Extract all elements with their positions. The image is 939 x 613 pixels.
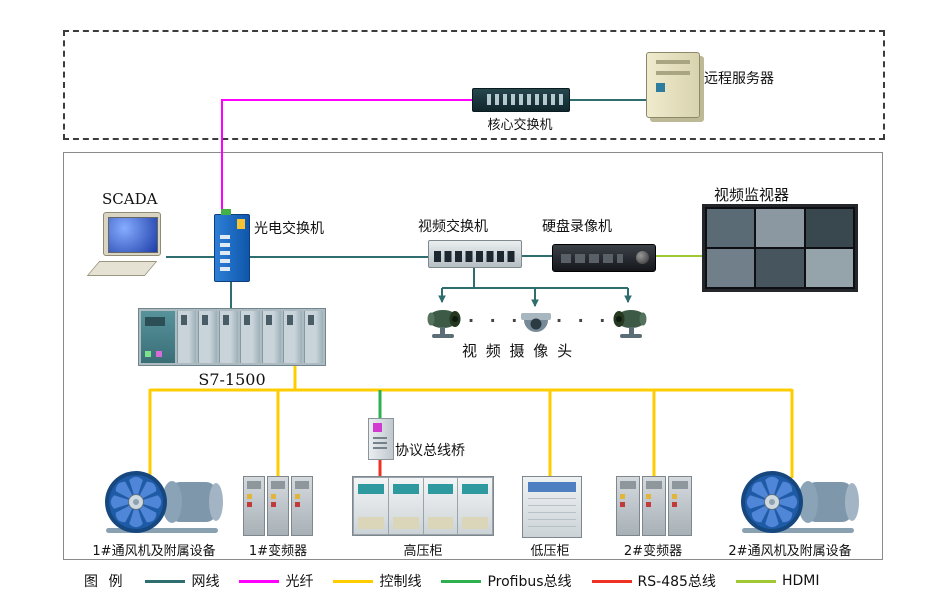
cctv-cell: [756, 249, 804, 287]
legend-title: 图 例: [84, 574, 126, 590]
legend-item-control: 控制线: [333, 571, 421, 591]
legend-swatch-hdmi: [735, 579, 776, 583]
fiber-switch-ports: [220, 235, 230, 273]
plc-s7-1500-device: [138, 308, 326, 366]
fiber-connector: [237, 219, 245, 229]
fiber-switch-device: [214, 209, 250, 282]
remote-zone-box: [63, 30, 885, 140]
vfd-1-device: [243, 476, 313, 536]
scada-workstation: [86, 212, 175, 276]
vfd-1-label: 1#变频器: [248, 544, 308, 559]
local-zone-box: [63, 152, 883, 560]
legend-items: 网线 光纤 控制线 Profibus总线 RS-485总线 HDMI: [145, 571, 819, 591]
legend-label: 光纤: [285, 574, 314, 590]
legend-item-net: 网线: [145, 571, 219, 591]
legend-label: RS-485总线: [637, 574, 716, 590]
fan-1-icon: [82, 470, 228, 536]
scada-label: SCADA: [102, 190, 158, 208]
dome-camera-icon: [520, 312, 552, 338]
legend-swatch-net: [145, 579, 186, 583]
server-slot: [656, 71, 690, 75]
fiber-switch-label: 光电交换机: [254, 221, 324, 237]
fan-2-icon: [718, 470, 864, 536]
ellipsis-dots: · · ·: [468, 311, 523, 330]
plc-io-module: [198, 311, 218, 363]
cabinet: [423, 478, 458, 534]
video-switch-ports: [434, 251, 516, 262]
legend-swatch-control: [333, 579, 374, 583]
cabinet: [291, 476, 313, 536]
hv-cabinet-device: [352, 476, 494, 536]
fan-2-label: 2#通风机及附属设备: [728, 544, 852, 559]
plc-io-module: [282, 311, 302, 363]
legend-label: Profibus总线: [487, 574, 572, 590]
plc-io-module: [303, 311, 323, 363]
core-switch-device: [472, 88, 570, 112]
cabinet: [388, 478, 423, 534]
hv-cabinet-label: 高压柜: [403, 544, 443, 559]
cabinet: [354, 478, 388, 534]
cameras-label: 视 频 摄 像 头: [462, 342, 575, 360]
dvr-slots: [561, 254, 623, 263]
fan-1-label: 1#通风机及附属设备: [92, 544, 216, 559]
video-switch-device: [428, 240, 522, 268]
protocol-bridge-device: [368, 418, 394, 460]
dvr-device: [552, 244, 656, 272]
dvr-label: 硬盘录像机: [542, 219, 612, 235]
legend-item-hdmi: HDMI: [735, 573, 820, 589]
cabinet: [616, 476, 640, 536]
cabinet: [458, 478, 492, 534]
legend-item-profibus: Profibus总线: [441, 571, 572, 591]
plc-label: S7-1500: [198, 370, 266, 389]
scada-screen: [108, 217, 158, 253]
scada-keyboard: [86, 261, 158, 276]
remote-server-label: 远程服务器: [704, 71, 774, 87]
cctv-cell: [805, 249, 853, 287]
bullet-camera-icon: [424, 306, 464, 342]
wire-fiber-uplink: [221, 99, 473, 216]
video-switch-label: 视频交换机: [418, 219, 488, 235]
cabinet: [642, 476, 666, 536]
legend-label: 控制线: [379, 574, 422, 590]
legend-item-rs485: RS-485总线: [591, 571, 716, 591]
bullet-camera-icon: [610, 306, 650, 342]
plc-io-module: [240, 311, 260, 363]
ellipsis-dots: · · ·: [556, 311, 611, 330]
plc-cpu-module: [141, 311, 175, 363]
legend-swatch-fiber: [239, 579, 280, 583]
legend-swatch-rs485: [591, 579, 632, 583]
fiber-switch-tab: [221, 209, 231, 215]
vfd-2-label: 2#变频器: [623, 544, 683, 559]
legend-item-fiber: 光纤: [239, 571, 313, 591]
protocol-bridge-label: 协议总线桥: [395, 443, 465, 459]
cabinet: [267, 476, 289, 536]
vfd-2-device: [616, 476, 692, 536]
plc-io-module: [177, 311, 197, 363]
dvr-knob: [636, 251, 649, 264]
cctv-cell: [805, 209, 853, 247]
legend-label: 网线: [191, 574, 220, 590]
legend: 图 例 网线 光纤 控制线 Profibus总线 RS-485总线 HDMI: [84, 571, 819, 591]
server-power-light: [656, 83, 665, 92]
core-switch-label: 核心交换机: [487, 118, 553, 133]
lv-cabinet-device: [522, 476, 582, 538]
cabinet: [668, 476, 692, 536]
video-monitor-device: [702, 204, 858, 292]
video-monitor-label: 视频监视器: [714, 186, 790, 204]
cabinet: [243, 476, 265, 536]
cctv-cell: [707, 209, 755, 247]
legend-swatch-profibus: [441, 579, 482, 583]
lv-cabinet-label: 低压柜: [530, 544, 570, 559]
server-slot: [656, 60, 690, 64]
plc-io-module: [261, 311, 281, 363]
cctv-cell: [756, 209, 804, 247]
scada-monitor: [103, 212, 161, 256]
legend-label: HDMI: [781, 573, 820, 589]
plc-io-module: [219, 311, 239, 363]
switch-ports: [487, 94, 563, 105]
remote-server-device: [646, 52, 700, 118]
cctv-cell: [707, 249, 755, 287]
